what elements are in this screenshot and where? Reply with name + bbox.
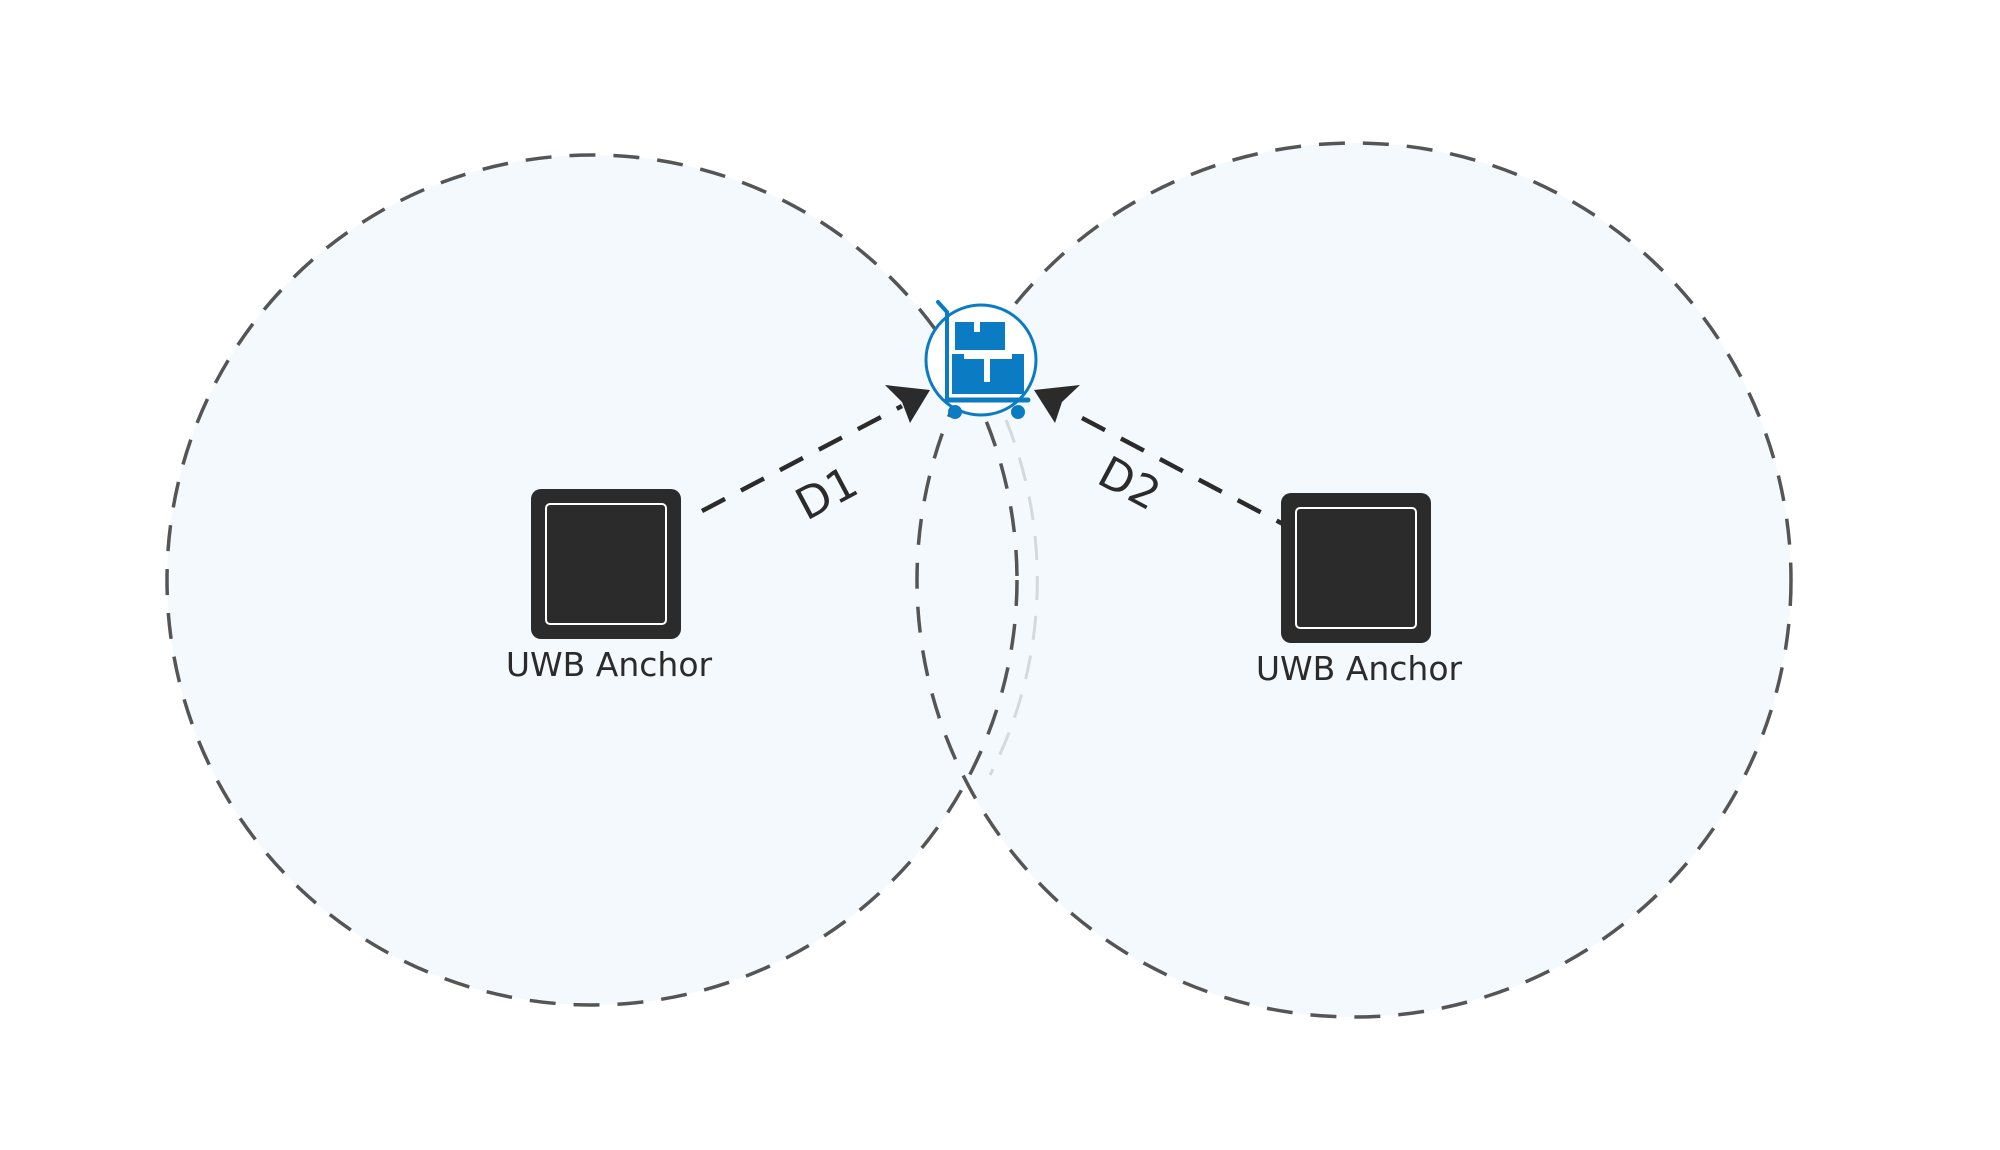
coverage-circle-left-outline	[165, 153, 1019, 1007]
uwb-anchor-right: UWB Anchor	[1256, 493, 1463, 688]
anchor-label-right: UWB Anchor	[1256, 649, 1463, 688]
arrowhead-d2	[1034, 385, 1080, 423]
uwb-anchor-icon	[531, 489, 681, 639]
anchor-label-left: UWB Anchor	[506, 645, 713, 684]
uwb-anchor-left: UWB Anchor	[506, 489, 713, 684]
hidden-arc	[988, 419, 1039, 776]
arrowhead-d1	[885, 385, 930, 423]
uwb-anchor-icon	[1281, 493, 1431, 643]
cart-with-boxes-icon	[924, 300, 1038, 419]
distance-line-d1	[700, 404, 904, 513]
distance-line-d2	[1080, 416, 1285, 526]
coverage-circle-right-outline	[915, 141, 1793, 1019]
